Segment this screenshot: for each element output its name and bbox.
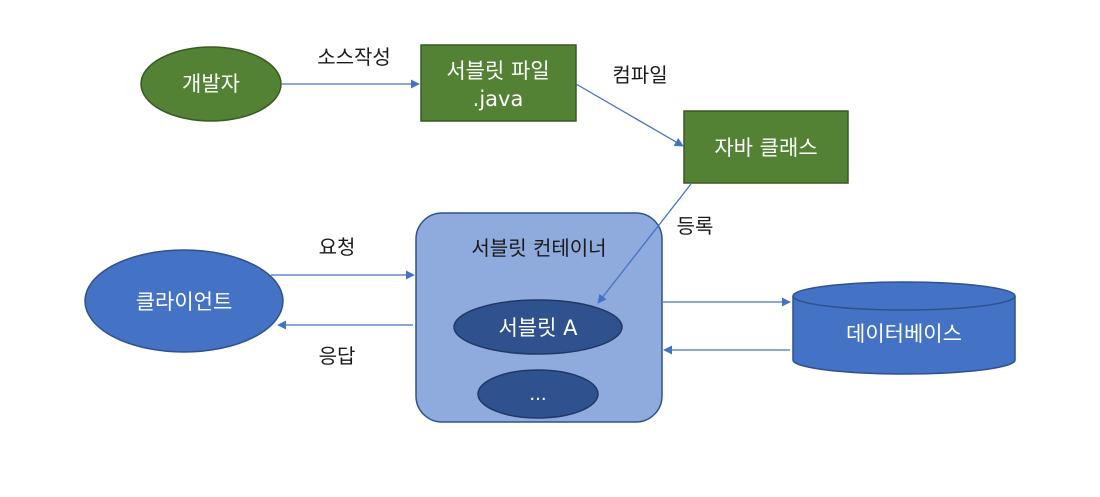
edge-label-response: 응답 [319,344,356,368]
client-node: 클라이언트 [84,249,284,353]
edge-label-write-source: 소스작성 [317,45,391,69]
servlet-container-node: 서블릿 컨테이너 서블릿 A ... [415,212,663,423]
developer-node: 개발자 [140,46,282,122]
developer-label: 개발자 [182,72,240,96]
servlet-file-label: 서블릿 파일 [446,59,549,83]
edge-label-register: 등록 [677,214,714,238]
servlet-file-node: 서블릿 파일 .java [420,44,577,122]
edge-label-request: 요청 [319,235,356,259]
servlet-a-label: 서블릿 A [498,316,578,340]
servlet-file-ext-label: .java [473,87,524,111]
database-label: 데이터베이스 [846,322,962,346]
edge-label-compile: 컴파일 [612,63,667,87]
java-class-label: 자바 클래스 [714,136,817,160]
servlet-a-node [453,299,623,355]
arrow-register [597,183,692,304]
servlet-more-node [477,369,599,419]
client-label: 클라이언트 [136,290,233,314]
container-label: 서블릿 컨테이너 [471,236,606,260]
database-node: 데이터베이스 [792,281,1016,375]
java-class-node: 자바 클래스 [683,110,849,184]
arrow-compile [575,83,684,147]
servlet-more-label: ... [529,384,546,405]
